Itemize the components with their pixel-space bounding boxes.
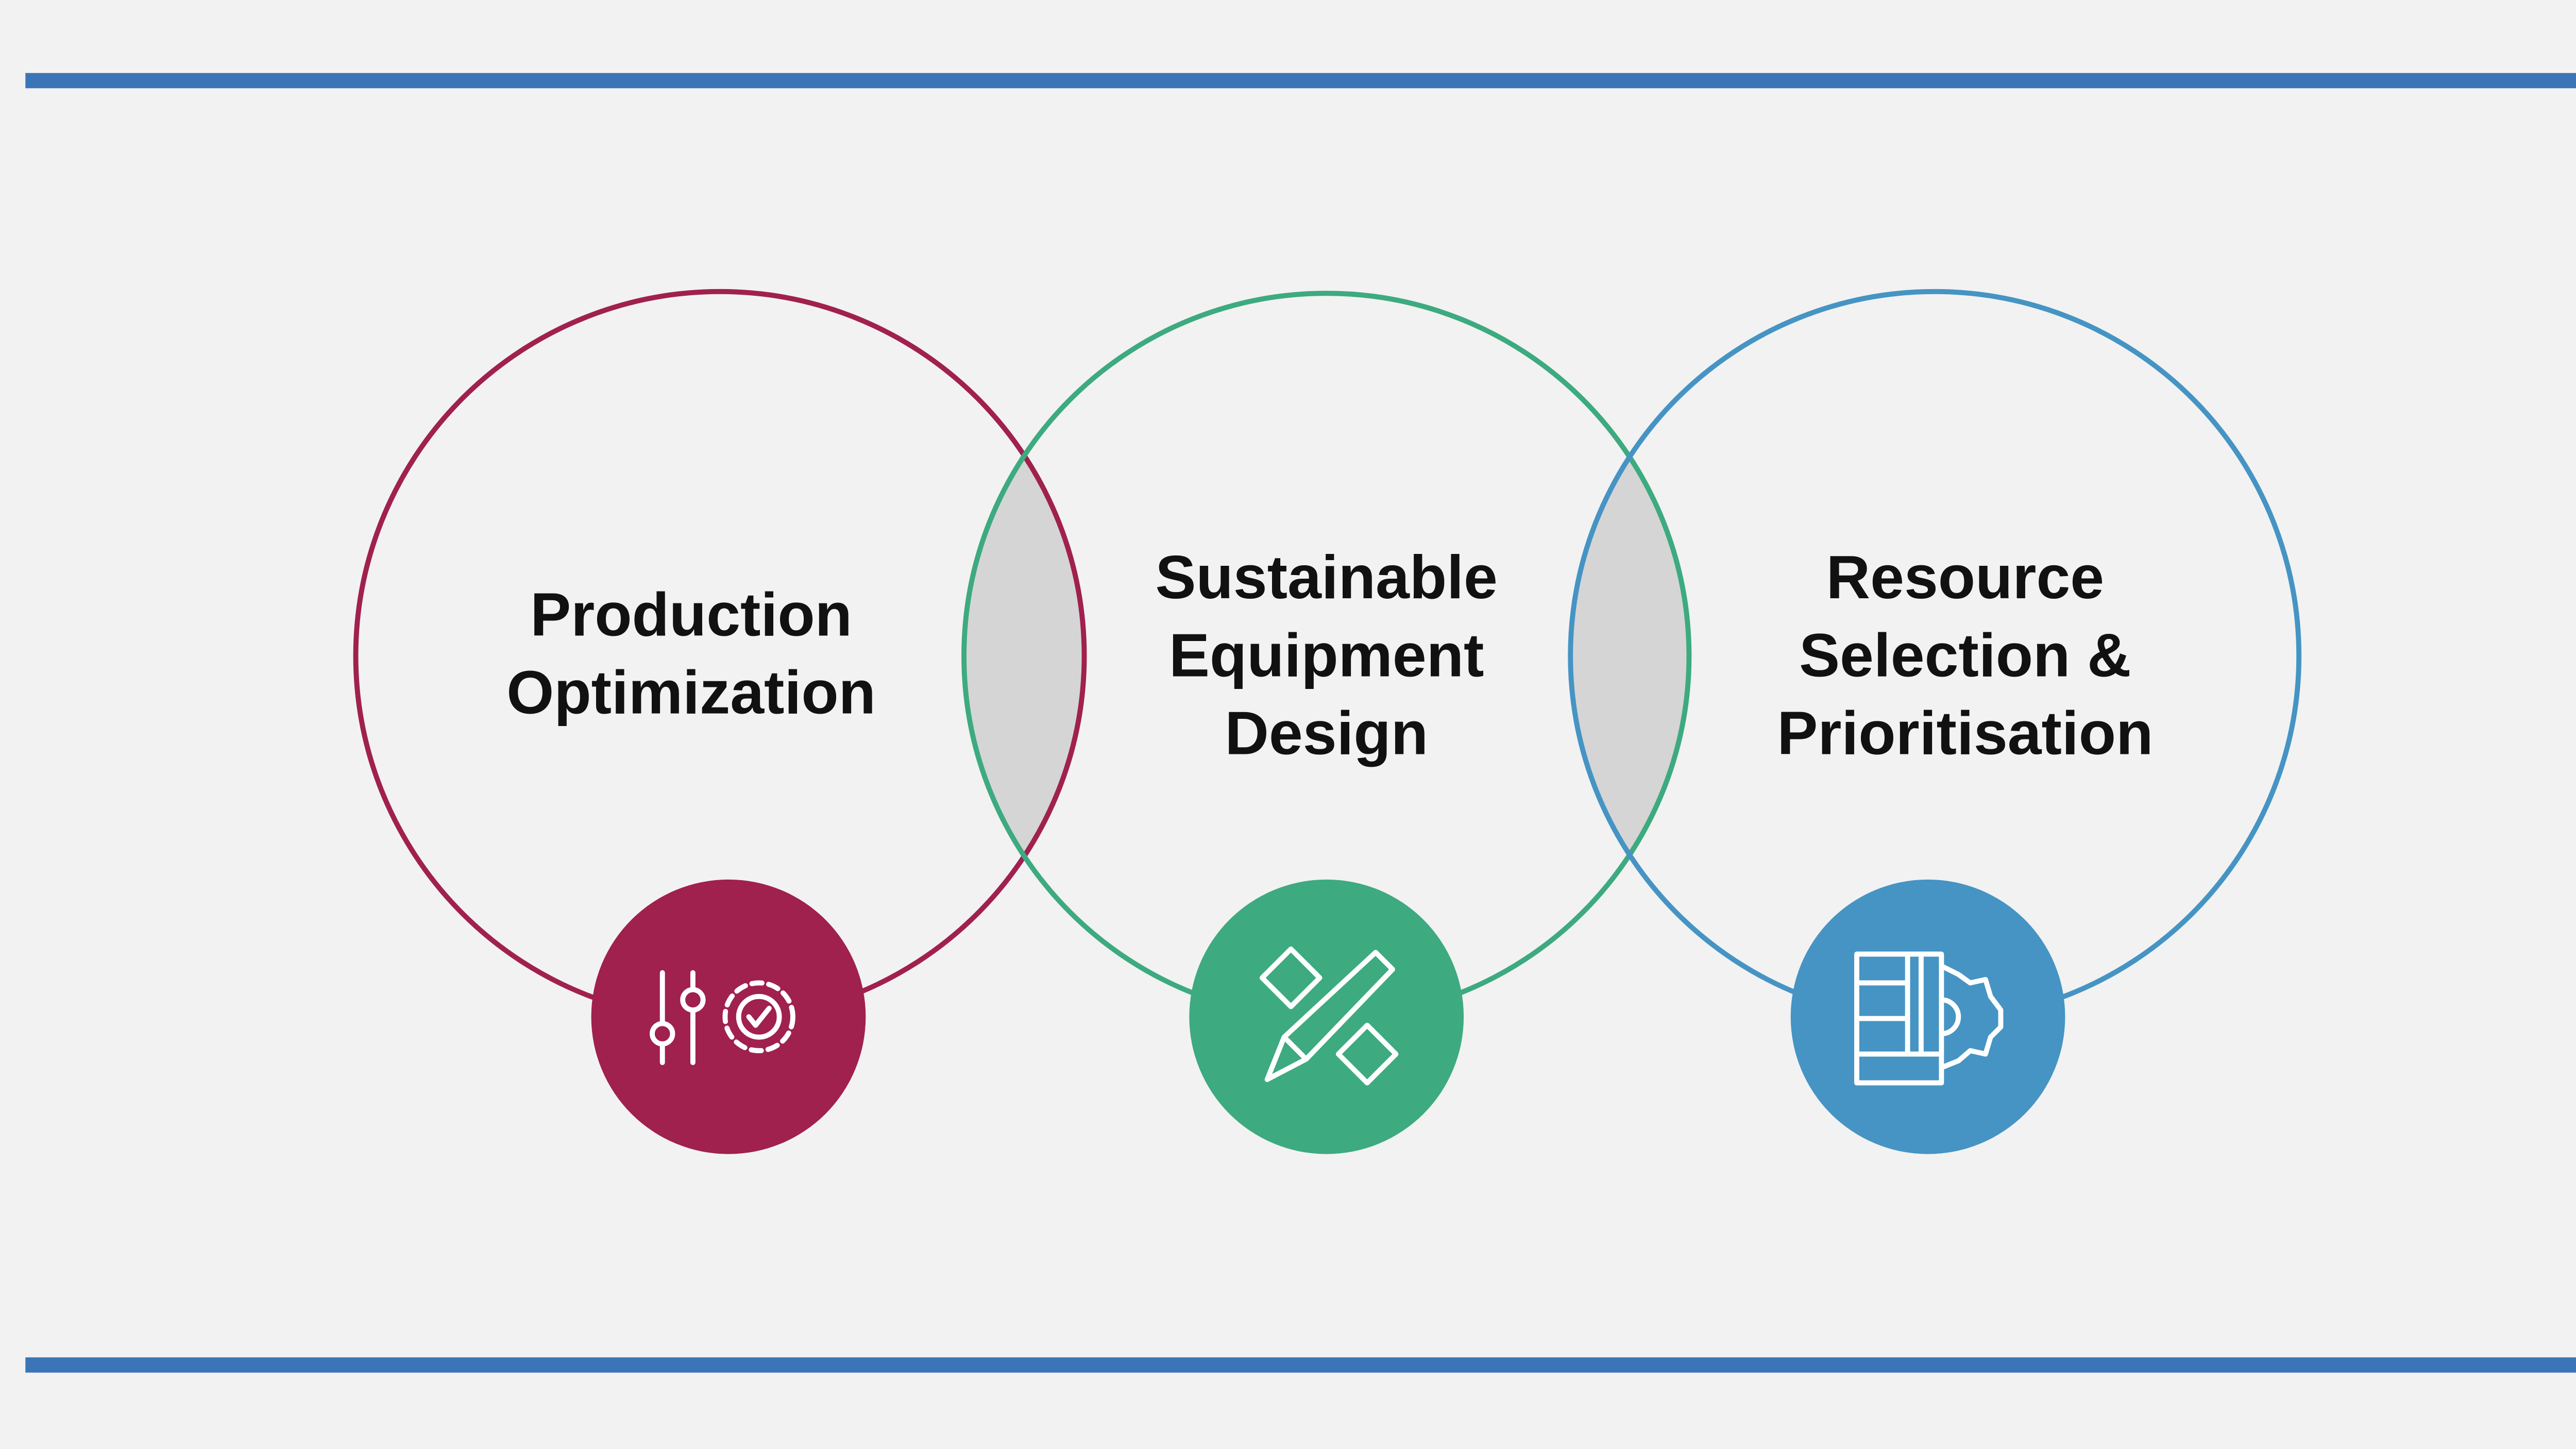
equipment-label-line1: Sustainable: [1156, 544, 1498, 612]
top-rule: [25, 73, 2576, 89]
pencil-ruler-icon: [1259, 946, 1399, 1086]
resource-label-line2: Selection &: [1799, 621, 2131, 689]
resource-label-line3: Prioritisation: [1777, 700, 2153, 768]
sliders-gear-check-icon: [650, 970, 795, 1065]
equipment-label-line2: Equipment: [1169, 621, 1484, 689]
blueprint-gear-icon: [1854, 951, 2004, 1086]
production-label-line1: Production: [530, 581, 852, 649]
equipment-badge: [1189, 879, 1464, 1154]
resource-label-line1: Resource: [1826, 544, 2104, 612]
resource-badge: [1790, 879, 2065, 1154]
equipment-label-line3: Design: [1225, 700, 1428, 768]
bottom-rule: [25, 1357, 2576, 1373]
production-badge: [591, 879, 866, 1154]
production-label-line2: Optimization: [506, 659, 876, 727]
